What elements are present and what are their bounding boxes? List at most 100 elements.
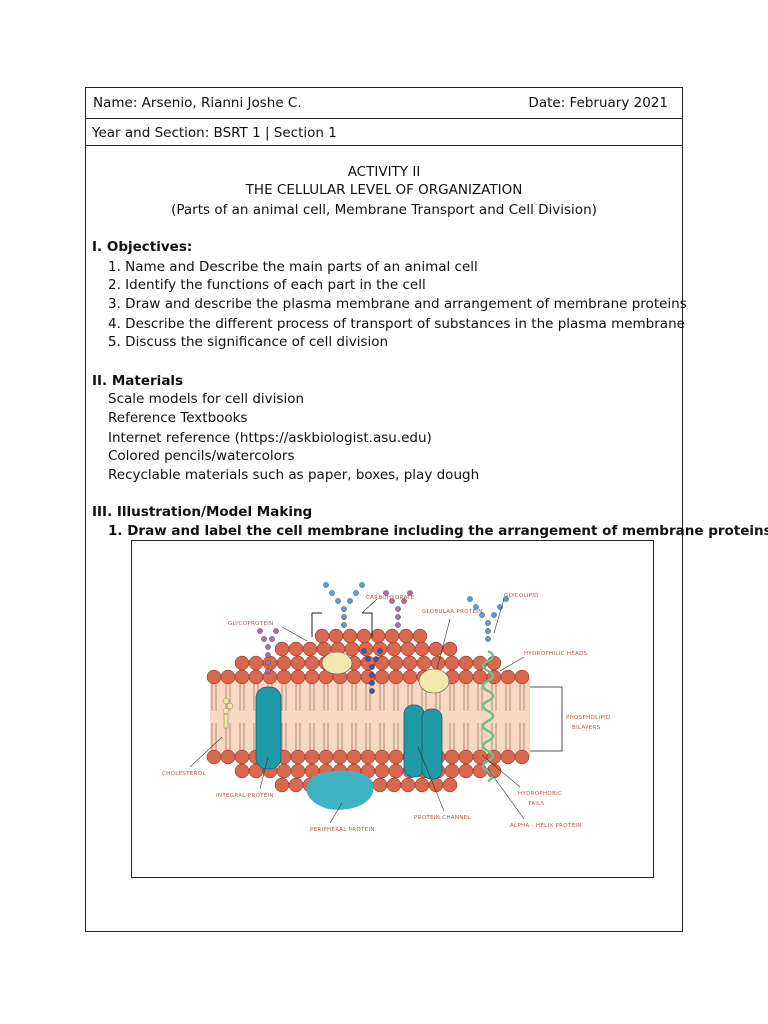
integral-protein (256, 687, 281, 769)
phospholipid-head (221, 750, 235, 764)
label-globular-protein: GLOBULAR PROTEIN (422, 609, 483, 615)
phospholipid-head (275, 642, 289, 656)
phospholipid-head (319, 750, 333, 764)
membrane-diagram: CARBOHYDRATE GLYCOPROTEIN GLOBULAR PROTE… (132, 541, 653, 877)
phospholipid-head (501, 750, 515, 764)
phospholipid-head (221, 670, 235, 684)
label-carbohydrate: CARBOHYDRATE (366, 595, 415, 601)
phospholipid-head (473, 764, 487, 778)
phospholipid-head (429, 778, 443, 792)
label-hydrophilic-heads: HYDROPHILIC HEADS (524, 651, 588, 657)
illustration-task: 1. Draw and label the cell membrane incl… (108, 523, 768, 539)
phospholipid-head (289, 778, 303, 792)
label-integral-protein: INTEGRAL PROTEIN (216, 793, 274, 799)
phospholipid-head (359, 642, 373, 656)
label-peripheral-protein: PERIPHERAL PROTEIN (310, 827, 375, 833)
phospholipid-head (413, 629, 427, 643)
globular-protein (419, 669, 449, 693)
globular-protein (322, 652, 352, 674)
phospholipid-head (387, 642, 401, 656)
label-cholesterol: CHOLESTEROL (162, 771, 206, 777)
phospholipid-head (289, 642, 303, 656)
phospholipid-head (375, 764, 389, 778)
label-hydrophobic: HYDROPHOBIC (518, 791, 562, 797)
main-title: THE CELLULAR LEVEL OF ORGANIZATION (86, 182, 682, 198)
phospholipid-head (459, 764, 473, 778)
phospholipid-head (333, 750, 347, 764)
phospholipid-head (249, 670, 263, 684)
label-glycolipid: GLYCOLIPID (504, 593, 539, 599)
phospholipid-head (291, 764, 305, 778)
phospholipid-head (515, 670, 529, 684)
phospholipid-head (431, 656, 445, 670)
material-item: Internet reference (https://askbiologist… (108, 430, 432, 446)
illustration-heading: III. Illustration/Model Making (92, 504, 312, 520)
phospholipid-head (207, 750, 221, 764)
phospholipid-head (373, 778, 387, 792)
phospholipid-head (347, 670, 361, 684)
phospholipid-head (389, 750, 403, 764)
label-tails: TAILS (527, 801, 545, 807)
phospholipid-head (515, 750, 529, 764)
phospholipid-head (445, 656, 459, 670)
label-glycoprotein: GLYCOPROTEIN (228, 621, 273, 627)
subtitle: (Parts of an animal cell, Membrane Trans… (86, 202, 682, 218)
objective-item: 3. Draw and describe the plasma membrane… (108, 296, 687, 312)
phospholipid-head (403, 656, 417, 670)
phospholipid-head (277, 764, 291, 778)
phospholipid-head (385, 629, 399, 643)
phospholipid-head (361, 750, 375, 764)
phospholipid-head (277, 656, 291, 670)
phospholipid-head (235, 750, 249, 764)
phospholipid-head (415, 778, 429, 792)
year-section: Year and Section: BSRT 1 | Section 1 (92, 125, 337, 141)
phospholipid-head (235, 670, 249, 684)
phospholipid-head (329, 629, 343, 643)
peripheral-protein (306, 771, 373, 810)
phospholipid-head (501, 670, 515, 684)
phospholipid-head (249, 656, 263, 670)
phospholipid-head (291, 656, 305, 670)
objectives-heading: I. Objectives: (92, 239, 192, 255)
header-row: Name: Arsenio, Rianni Joshe C. Date: Feb… (86, 88, 682, 119)
glycolipid-chain (467, 596, 508, 641)
year-section-row: Year and Section: BSRT 1 | Section 1 (86, 118, 682, 146)
phospholipid-head (345, 642, 359, 656)
cell-membrane-drawing: CARBOHYDRATE GLYCOPROTEIN GLOBULAR PROTE… (131, 540, 654, 878)
phospholipid-head (415, 642, 429, 656)
activity-title: ACTIVITY II (86, 164, 682, 180)
phospholipid-head (275, 778, 289, 792)
phospholipid-head (343, 629, 357, 643)
objective-item: 5. Discuss the significance of cell divi… (108, 334, 388, 350)
phospholipid-head (445, 750, 459, 764)
label-bilayers: BILAYERS (572, 725, 601, 731)
bilayer-bracket (530, 687, 562, 751)
label-phospholipid: PHOSPHOLIPID (566, 715, 611, 721)
phospholipid-head (375, 750, 389, 764)
date: Date: February 2021 (528, 95, 668, 111)
phospholipid-head (305, 670, 319, 684)
phospholipid-head (291, 670, 305, 684)
phospholipid-head (305, 656, 319, 670)
phospholipid-head (277, 670, 291, 684)
material-item: Scale models for cell division (108, 391, 304, 407)
phospholipid-head (443, 778, 457, 792)
objective-item: 2. Identify the functions of each part i… (108, 277, 426, 293)
protein-channel-right (422, 709, 442, 779)
phospholipid-head (235, 764, 249, 778)
phospholipid-head (303, 642, 317, 656)
phospholipid-head (291, 750, 305, 764)
phospholipid-head (389, 764, 403, 778)
phospholipid-head (375, 670, 389, 684)
phospholipid-head (315, 629, 329, 643)
objective-item: 4. Describe the different process of tra… (108, 316, 685, 332)
phospholipid-head (417, 656, 431, 670)
label-alpha-helix-protein: ALPHA - HELIX PROTEIN (510, 823, 582, 829)
phospholipid-head (207, 670, 221, 684)
phospholipid-head (347, 750, 361, 764)
phospholipid-head (459, 656, 473, 670)
protein-channel-left (404, 705, 424, 777)
phospholipid-head (401, 642, 415, 656)
material-item: Recyclable materials such as paper, boxe… (108, 467, 479, 483)
phospholipid-head (403, 670, 417, 684)
